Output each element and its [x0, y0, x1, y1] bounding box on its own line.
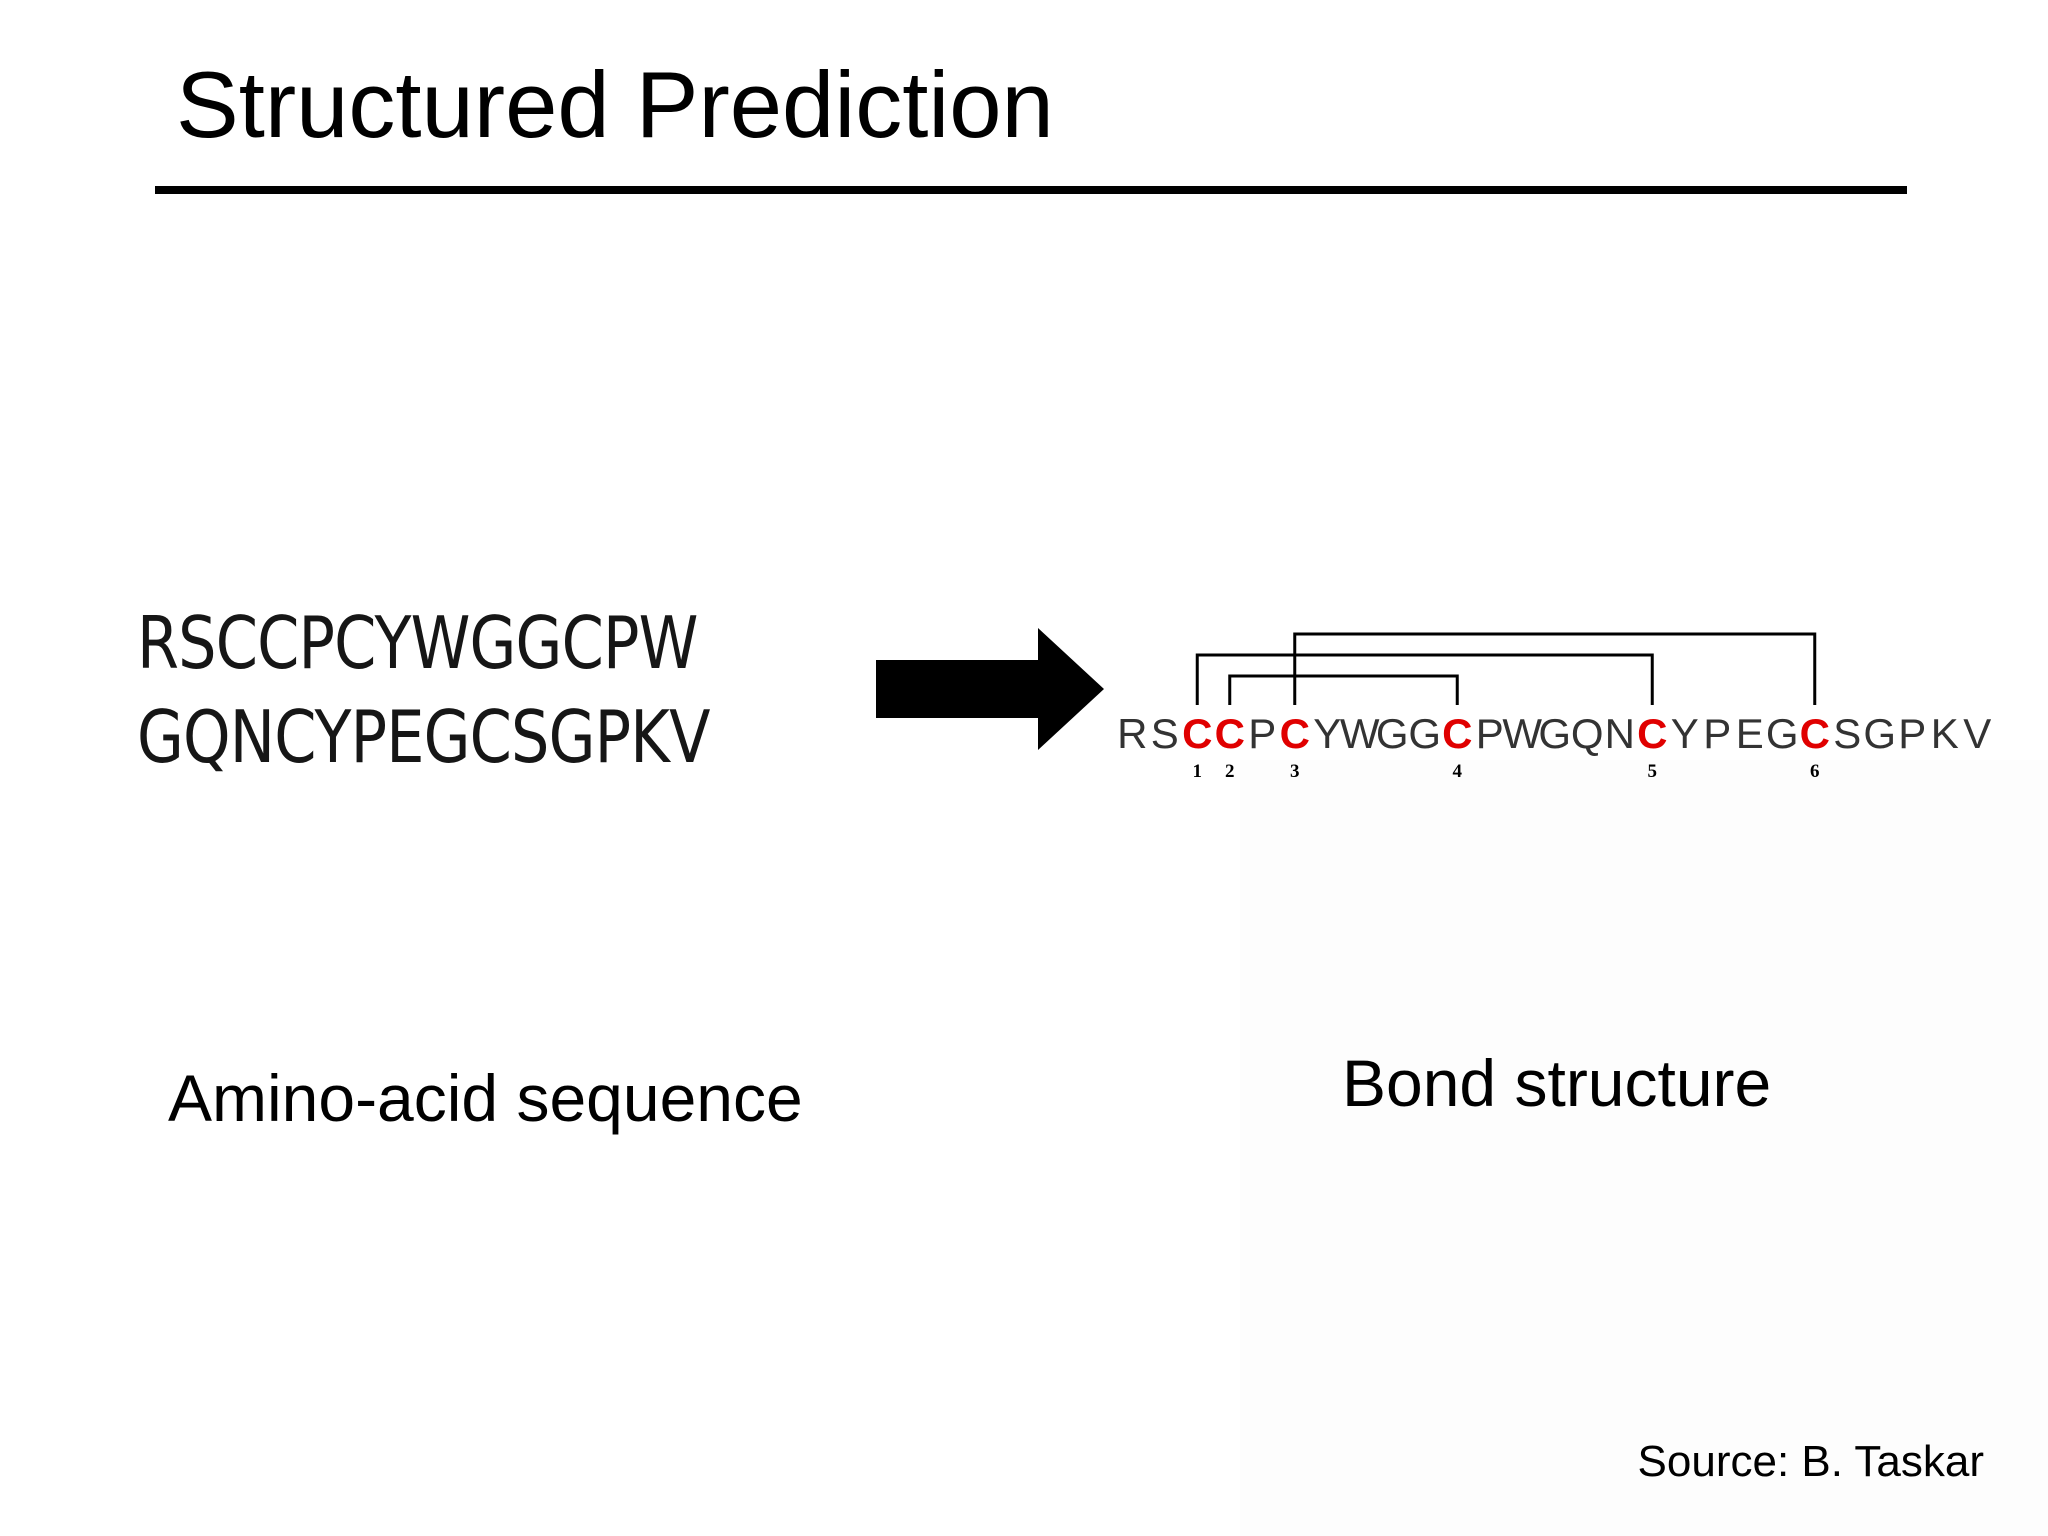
residue-letter: P	[1703, 710, 1731, 757]
sequence-line-1: RSCCPCYWGGCPW	[137, 601, 698, 685]
residue-letter: Y	[1313, 710, 1341, 757]
cysteine-index-label: 3	[1290, 761, 1300, 782]
cysteine-residue: C	[1637, 710, 1667, 757]
cysteine-residue: C	[1280, 710, 1310, 757]
right-panel-background	[1240, 760, 2048, 1536]
residue-letter: S	[1833, 710, 1861, 757]
residue-letter: G	[1863, 710, 1896, 757]
disulfide-bond-bracket	[1293, 632, 1817, 705]
residue-letter: W	[1340, 710, 1380, 757]
residue-letter: Q	[1571, 710, 1604, 757]
source-credit: Source: B. Taskar	[1637, 1437, 1984, 1486]
cysteine-index-label: 5	[1648, 761, 1658, 782]
residue-letter: P	[1898, 710, 1926, 757]
cysteine-index-label: 1	[1193, 761, 1203, 782]
right-arrow-icon	[876, 628, 1104, 750]
residue-letter: G	[1538, 710, 1571, 757]
residue-letter: P	[1248, 710, 1276, 757]
cysteine-residue: C	[1800, 710, 1830, 757]
disulfide-bond-bracket	[1195, 653, 1654, 705]
cysteine-index-label: 2	[1225, 761, 1235, 782]
cysteine-residue: C	[1442, 710, 1472, 757]
cysteine-residue: C	[1182, 710, 1212, 757]
residue-letter: G	[1376, 710, 1409, 757]
cysteine-index-label: 6	[1810, 761, 1820, 782]
residue-letter: G	[1408, 710, 1441, 757]
slide-title: Structured Prediction	[176, 52, 1054, 157]
residue-letter: P	[1476, 710, 1504, 757]
residue-letter: Y	[1671, 710, 1699, 757]
cysteine-residue: C	[1215, 710, 1245, 757]
residue-letter: V	[1963, 710, 1991, 757]
disulfide-bond-bracket	[1228, 674, 1459, 705]
residue-letter: S	[1151, 710, 1179, 757]
cysteine-index-label: 4	[1453, 761, 1463, 782]
amino-acid-caption: Amino-acid sequence	[168, 1061, 803, 1135]
residue-letter: W	[1502, 710, 1542, 757]
residue-letter: R	[1117, 710, 1147, 757]
sequence-line-2: GQNCYPEGCSGPKV	[137, 695, 710, 779]
residue-letter: K	[1931, 710, 1959, 757]
residue-letter: G	[1766, 710, 1799, 757]
residue-letter: N	[1605, 710, 1635, 757]
bond-structure-caption: Bond structure	[1342, 1046, 1772, 1120]
residue-letter: E	[1736, 710, 1764, 757]
title-underline	[155, 186, 1907, 194]
